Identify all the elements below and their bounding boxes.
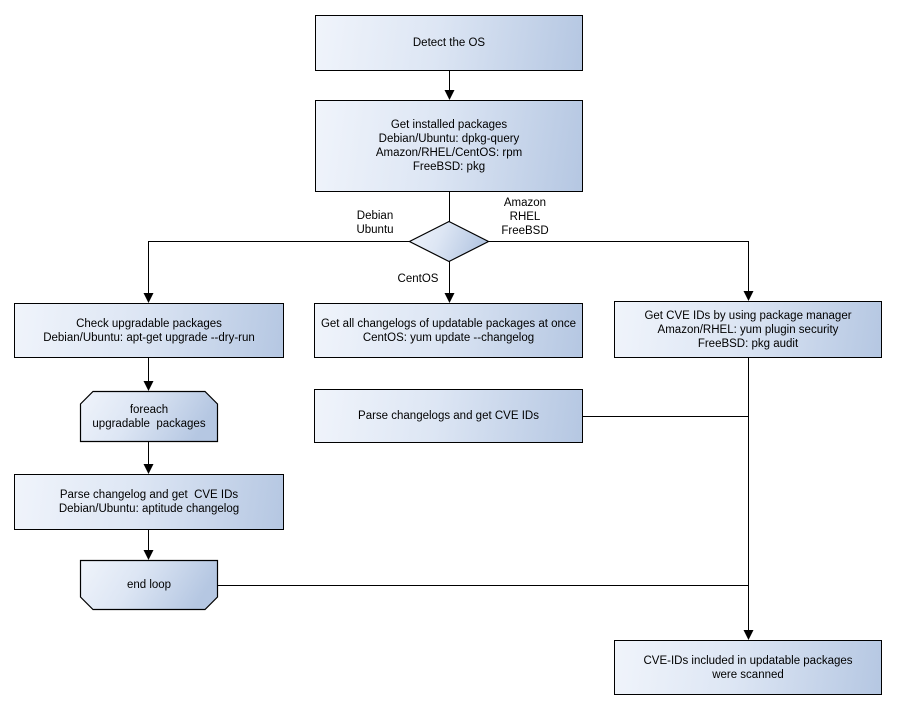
arrowhead-into-result <box>743 630 754 640</box>
node-detect-os: Detect the OS <box>315 15 583 71</box>
arrowhead-into-all-changelogs <box>444 293 455 303</box>
node-parse-changelogs-centos: Parse changelogs and get CVE IDs <box>314 389 583 443</box>
node-parse-changelog-debian: Parse changelog and get CVE IDs Debian/U… <box>14 474 284 530</box>
node-detect-os-label: Detect the OS <box>412 37 486 49</box>
foreach-loop-shape <box>79 390 219 443</box>
node-foreach-loop-start: foreach upgradable packages <box>80 391 218 442</box>
edge-label-centos: CentOS <box>386 271 450 287</box>
node-end-loop: end loop <box>80 560 218 610</box>
arrowhead-into-endloop <box>143 550 154 560</box>
arrowhead-into-parse-left <box>143 464 154 474</box>
edge-decision-to-check-upgradable <box>148 241 409 300</box>
node-check-upgradable-packages: Check upgradable packages Debian/Ubuntu:… <box>14 303 284 358</box>
node-result-scanned: CVE-IDs included in updatable packages w… <box>614 640 882 695</box>
os-decision-diamond <box>408 220 490 263</box>
node-parse-changelogs-centos-label: Parse changelogs and get CVE IDs <box>358 410 539 422</box>
edge-label-amazon-rhel-freebsd: Amazon RHEL FreeBSD <box>496 195 554 238</box>
node-check-upgradable-packages-label: Check upgradable packages Debian/Ubuntu:… <box>43 317 255 344</box>
edge-label-debian-ubuntu-text: Debian Ubuntu <box>356 210 394 236</box>
end-loop-shape <box>79 559 219 611</box>
arrowhead-into-check-upgradable <box>143 293 154 303</box>
arrowhead-into-installed <box>444 90 455 100</box>
node-parse-changelog-debian-label: Parse changelog and get CVE IDs Debian/U… <box>58 489 240 515</box>
arrowhead-into-cve-pkg-manager <box>743 291 754 301</box>
node-get-all-changelogs: Get all changelogs of updatable packages… <box>314 303 583 358</box>
edge-decision-to-cve-pkg-manager <box>489 241 749 298</box>
node-foreach-loop-start-label: foreach upgradable packages <box>92 403 206 430</box>
node-get-installed-packages-label: Get installed packages Debian/Ubuntu: dp… <box>375 119 523 173</box>
node-get-cve-ids-pkg-manager: Get CVE IDs by using package manager Ama… <box>614 301 882 358</box>
arrowhead-into-foreach <box>143 381 154 391</box>
connectors <box>148 71 749 637</box>
node-get-cve-ids-pkg-manager-label: Get CVE IDs by using package manager Ama… <box>644 309 852 350</box>
edge-label-centos-text: CentOS <box>397 273 439 285</box>
arrowheads <box>143 90 754 640</box>
edge-label-debian-ubuntu: Debian Ubuntu <box>345 209 405 237</box>
edge-label-amazon-rhel-freebsd-text: Amazon RHEL FreeBSD <box>501 196 549 237</box>
node-end-loop-label: end loop <box>126 579 172 591</box>
node-result-scanned-label: CVE-IDs included in updatable packages w… <box>643 654 853 681</box>
node-get-all-changelogs-label: Get all changelogs of updatable packages… <box>320 317 577 344</box>
node-get-installed-packages: Get installed packages Debian/Ubuntu: dp… <box>315 100 583 192</box>
